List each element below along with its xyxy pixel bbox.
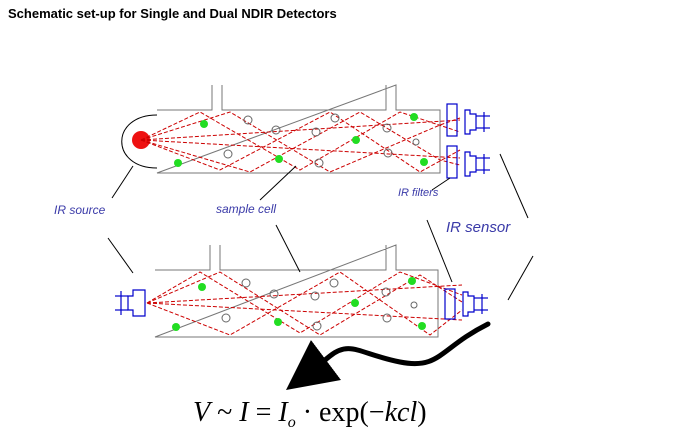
- gas-molecules-bottom: [172, 277, 426, 331]
- sample-cell-bottom: [154, 244, 439, 338]
- source-reflector-top: [121, 114, 158, 169]
- sample-cell-label: sample cell: [216, 202, 276, 216]
- single-detector: [115, 244, 488, 338]
- leader-lines: [107, 153, 534, 301]
- ir-sensors-top: [464, 109, 490, 177]
- dual-detector: [121, 84, 490, 179]
- ir-beam-paths-top: [140, 111, 461, 173]
- curved-arrow: [286, 321, 491, 391]
- ir-source-label: IR source: [54, 203, 106, 217]
- ir-beam-paths-bottom: [146, 271, 463, 336]
- ir-filters-top: [446, 103, 458, 179]
- ir-filters-label: IR filters: [398, 187, 439, 199]
- gas-molecules-top: [174, 113, 428, 168]
- beer-lambert-equation: V ~ I = Io · exp(−kcl): [193, 397, 427, 431]
- sample-cell-top: [156, 84, 441, 174]
- ir-source-housing-bottom: [115, 289, 146, 317]
- ir-filter-bottom: [444, 288, 456, 320]
- ir-sensor-bottom: [462, 291, 488, 317]
- diagram-title: Schematic set-up for Single and Dual NDI…: [8, 6, 337, 21]
- ir-sensor-label: IR sensor: [446, 219, 511, 236]
